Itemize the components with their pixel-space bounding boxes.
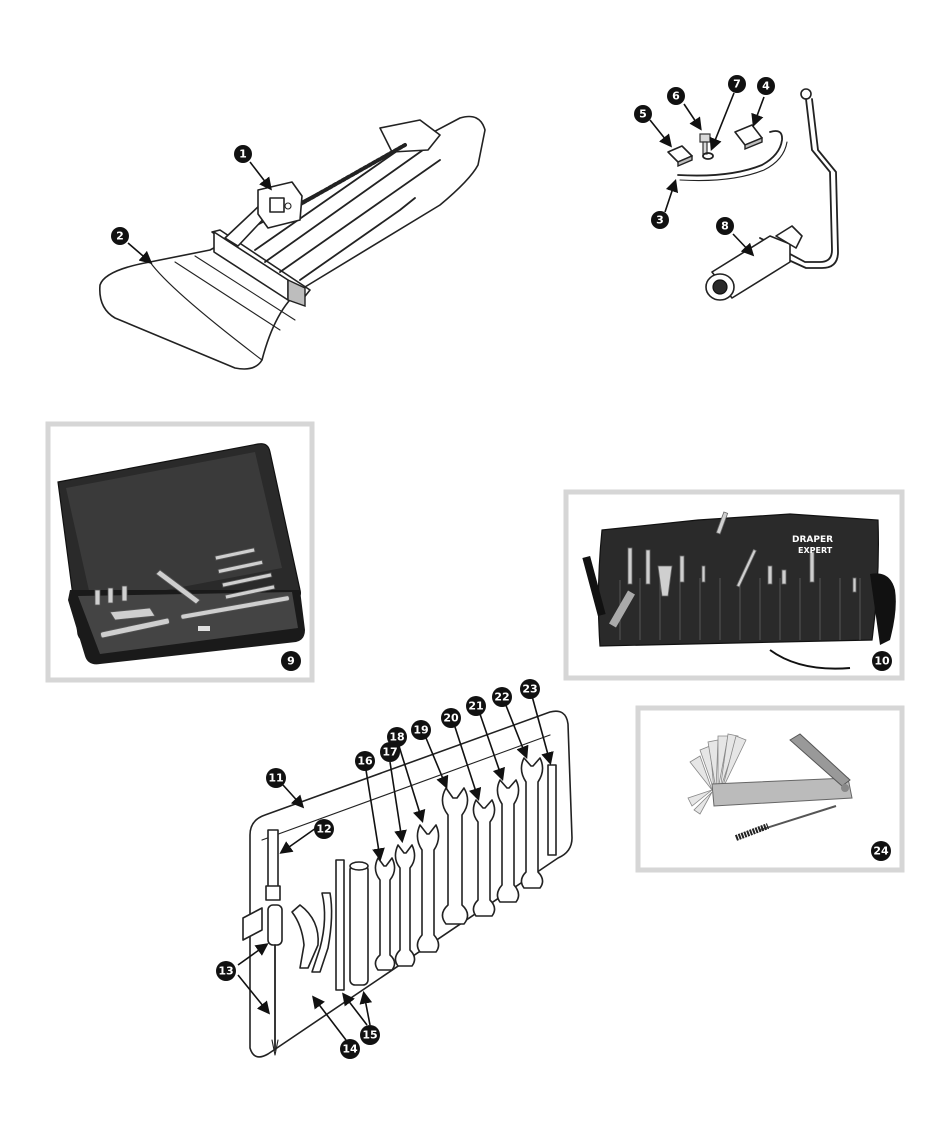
callout-2: 2	[111, 227, 129, 245]
svg-text:7: 7	[733, 78, 741, 91]
svg-text:6: 6	[672, 90, 680, 103]
svg-text:11: 11	[268, 772, 283, 785]
callout-13: 13	[216, 961, 236, 981]
svg-text:20: 20	[443, 712, 459, 725]
callout-1: 1	[234, 145, 252, 163]
roll-brand-line1: DRAPER	[792, 535, 833, 545]
callout-9: 9	[281, 651, 301, 671]
svg-text:15: 15	[362, 1029, 377, 1042]
svg-text:12: 12	[316, 823, 331, 836]
svg-text:21: 21	[468, 700, 483, 713]
callout-5: 5	[634, 105, 652, 123]
tool-case-photo	[45, 421, 315, 683]
tool-roll-line-art	[242, 710, 573, 1058]
tool-roll-photo: DRAPER EXPERT	[563, 489, 905, 681]
callout-8: 8	[716, 217, 734, 235]
callout-6: 6	[667, 87, 685, 105]
callout-19: 19	[411, 720, 431, 740]
svg-text:10: 10	[874, 655, 890, 668]
svg-text:23: 23	[522, 683, 537, 696]
svg-text:22: 22	[494, 691, 509, 704]
callout-18: 18	[387, 727, 407, 747]
svg-text:1: 1	[239, 148, 247, 161]
callout-10: 10	[872, 651, 892, 671]
svg-text:8: 8	[721, 220, 729, 233]
callout-4: 4	[757, 77, 775, 95]
callout-20: 20	[441, 708, 461, 728]
svg-text:13: 13	[218, 965, 233, 978]
svg-text:4: 4	[762, 80, 770, 93]
svg-text:9: 9	[287, 655, 295, 668]
svg-text:18: 18	[389, 731, 404, 744]
callout-21: 21	[466, 696, 486, 716]
callout-24: 24	[871, 841, 891, 861]
callout-22: 22	[492, 687, 512, 707]
svg-text:3: 3	[656, 214, 664, 227]
callout-23: 23	[520, 679, 540, 699]
callout-17: 17	[380, 742, 400, 762]
callout-arrows	[127, 92, 765, 1041]
feeler-gauge-photo	[635, 705, 905, 873]
callout-12: 12	[314, 819, 334, 839]
callout-15: 15	[360, 1025, 380, 1045]
callout-11: 11	[266, 768, 286, 788]
roll-brand-line2: EXPERT	[798, 546, 833, 555]
callout-16: 16	[355, 751, 375, 771]
callout-3: 3	[651, 211, 669, 229]
svg-text:16: 16	[357, 755, 373, 768]
svg-text:2: 2	[116, 230, 124, 243]
callout-7: 7	[728, 75, 746, 93]
svg-text:5: 5	[639, 108, 647, 121]
svg-text:19: 19	[413, 724, 428, 737]
svg-text:24: 24	[873, 845, 889, 858]
jack-bag-illustration	[98, 115, 486, 370]
callout-14: 14	[340, 1039, 360, 1059]
svg-text:17: 17	[382, 746, 397, 759]
svg-text:14: 14	[342, 1043, 358, 1056]
wheel-brace-illustration	[667, 88, 839, 301]
